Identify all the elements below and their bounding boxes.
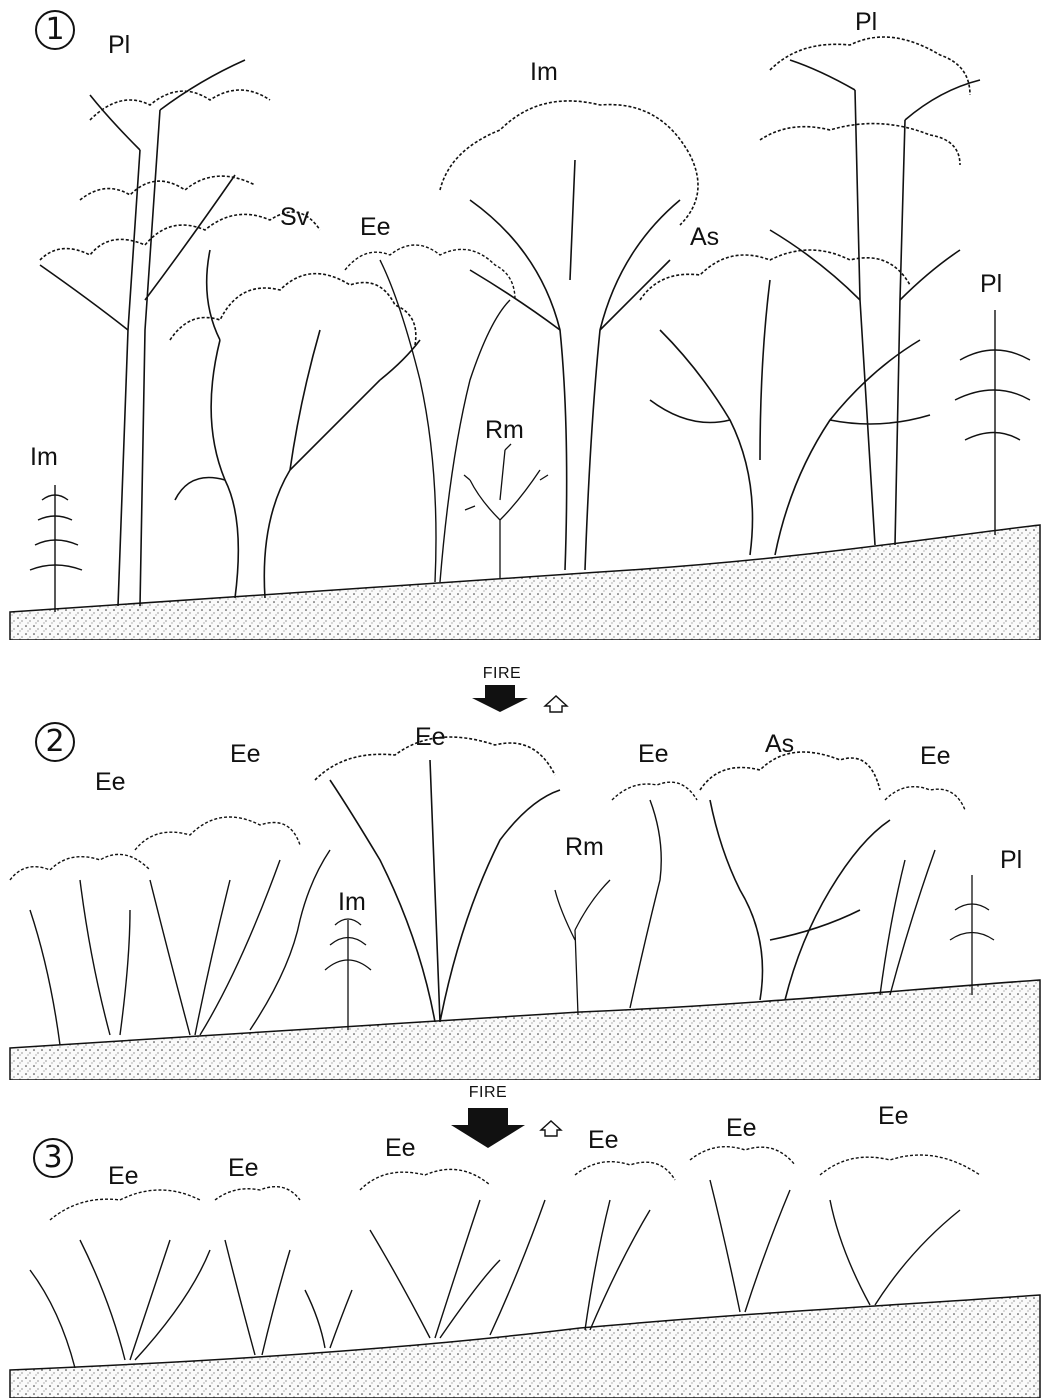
label-rm: Rm: [485, 418, 524, 443]
fire-indicator: FIRE: [452, 1084, 524, 1102]
tree-ee-1: [345, 245, 515, 582]
label-ee: Ee: [385, 1136, 416, 1161]
small-arrow-icon: [541, 1121, 561, 1136]
shrub-group-left: [10, 817, 330, 1045]
shrub-ee-right: [612, 782, 697, 1008]
label-as: As: [690, 225, 719, 250]
label-ee: Ee: [638, 742, 669, 767]
label-as: As: [765, 732, 794, 757]
panel-3: 3 FIRE Ee Ee Ee Ee Ee Ee: [0, 1080, 1045, 1398]
label-pl: Pl: [1000, 848, 1022, 873]
label-ee: Ee: [588, 1128, 619, 1153]
fire-arrow-icon: [472, 685, 528, 712]
fire-indicator: FIRE: [472, 665, 532, 683]
label-ee: Ee: [228, 1156, 259, 1181]
tree-pl-right: [760, 37, 980, 545]
label-ee: Ee: [360, 215, 391, 240]
ground: [10, 1295, 1040, 1398]
shrub-ee-far-right: [880, 787, 965, 995]
tree-pl-small: [950, 875, 994, 995]
tree-as: [700, 752, 890, 1000]
label-im: Im: [530, 60, 558, 85]
small-arrow-icon: [545, 696, 567, 712]
tree-pl-left: [40, 60, 320, 606]
fire-label: FIRE: [472, 665, 532, 683]
label-im: Im: [338, 890, 366, 915]
tree-pl-small: [955, 310, 1030, 535]
label-ee: Ee: [878, 1104, 909, 1129]
label-pl: Pl: [980, 272, 1002, 297]
ground: [10, 980, 1040, 1080]
label-ee: Ee: [230, 742, 261, 767]
tree-sv: [170, 250, 420, 598]
label-ee: Ee: [920, 744, 951, 769]
label-im: Im: [30, 445, 58, 470]
label-ee: Ee: [95, 770, 126, 795]
tree-ee-central: [315, 737, 560, 1022]
ground: [10, 525, 1040, 640]
label-pl: Pl: [108, 33, 130, 58]
tree-im-large: [440, 101, 698, 570]
panel-2: 2 FIRE Ee Ee Ee Im Rm Ee As Ee Pl: [0, 640, 1045, 1080]
panel-number: 2: [35, 722, 75, 762]
tree-im-small: [30, 485, 82, 612]
panel-number: 1: [35, 10, 75, 50]
tree-im-sapling: [325, 919, 371, 1030]
fire-label: FIRE: [452, 1084, 524, 1102]
tree-as: [640, 250, 930, 555]
panel-number: 3: [33, 1138, 73, 1178]
panel-1: 1 Pl Im Sv Ee Rm Im As Pl Pl: [0, 0, 1045, 640]
fire-arrow-icon: [451, 1108, 525, 1148]
label-ee: Ee: [108, 1164, 139, 1189]
label-rm: Rm: [565, 835, 604, 860]
tree-rm: [555, 880, 610, 1015]
label-ee: Ee: [415, 725, 446, 750]
label-sv: Sv: [280, 205, 309, 230]
tree-rm: [464, 444, 548, 578]
label-ee: Ee: [726, 1116, 757, 1141]
panel-2-drawing: [0, 640, 1045, 1080]
label-pl: Pl: [855, 10, 877, 35]
panel-1-drawing: [0, 0, 1045, 640]
